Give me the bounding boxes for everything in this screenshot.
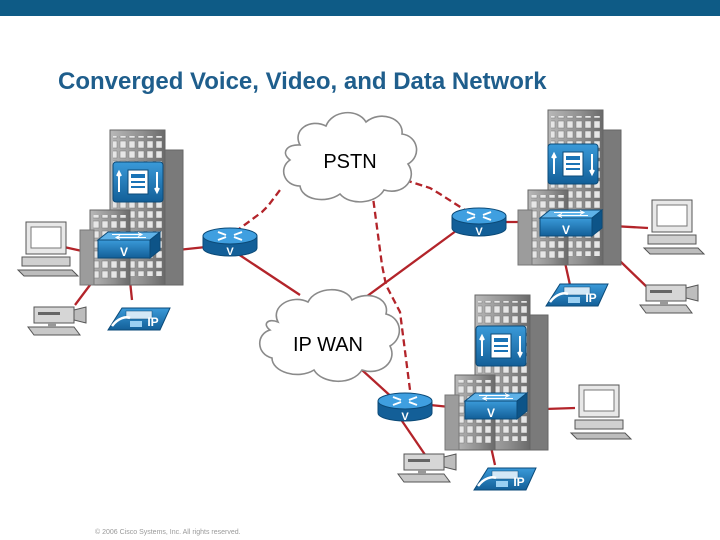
video-camera-icon: [397, 453, 457, 483]
link-pstn-router-bottom: [370, 189, 412, 391]
link-router-left-wan: [231, 249, 301, 296]
ip-phone-label: IP: [147, 315, 158, 329]
ip-phone-label: IP: [513, 475, 524, 489]
buildings-right: [517, 109, 622, 266]
site-bottom: V V IP: [377, 294, 632, 492]
voice-label: V: [487, 406, 495, 420]
ip-phone-label: IP: [585, 291, 596, 305]
pc-icon: [570, 384, 632, 440]
voice-router-icon: V: [451, 207, 507, 238]
ip-phone-icon: IP: [544, 282, 610, 308]
ip-wan-label: IP WAN: [293, 334, 363, 356]
video-camera-icon: [639, 284, 699, 314]
pstn-cloud: PSTN: [282, 111, 418, 203]
site-left: V V IP: [17, 129, 258, 336]
link-router-right-wan: [354, 227, 461, 306]
voice-label: V: [401, 411, 409, 423]
site-right: V V IP: [451, 109, 705, 314]
voice-switch-icon: V: [97, 231, 161, 259]
link-router-left-pstn: [234, 189, 281, 233]
ip-phone-icon: IP: [106, 306, 172, 332]
top-bar: [0, 0, 720, 16]
buildings-bottom: [444, 294, 549, 451]
page-title: Converged Voice, Video, and Data Network: [58, 68, 547, 95]
call-manager-icon: [547, 143, 599, 185]
copyright-text: © 2006 Cisco Systems, Inc. All rights re…: [95, 529, 241, 536]
voice-label: V: [226, 246, 234, 258]
video-camera-icon: [27, 306, 87, 336]
voice-router-icon: V: [377, 392, 433, 423]
voice-switch-icon: V: [539, 209, 603, 237]
ip-wan-cloud: IP WAN: [258, 288, 401, 382]
call-manager-icon: [475, 325, 527, 367]
voice-label: V: [475, 226, 483, 238]
pc-icon: [643, 199, 705, 255]
voice-router-icon: V: [202, 227, 258, 258]
link-router-right-pstn: [404, 178, 469, 213]
voice-switch-icon: V: [464, 392, 528, 420]
voice-label: V: [562, 223, 570, 237]
pstn-label: PSTN: [323, 151, 376, 173]
buildings-left: [79, 129, 184, 286]
ip-phone-icon: IP: [472, 466, 538, 492]
voice-label: V: [120, 245, 128, 259]
call-manager-icon: [112, 161, 164, 203]
